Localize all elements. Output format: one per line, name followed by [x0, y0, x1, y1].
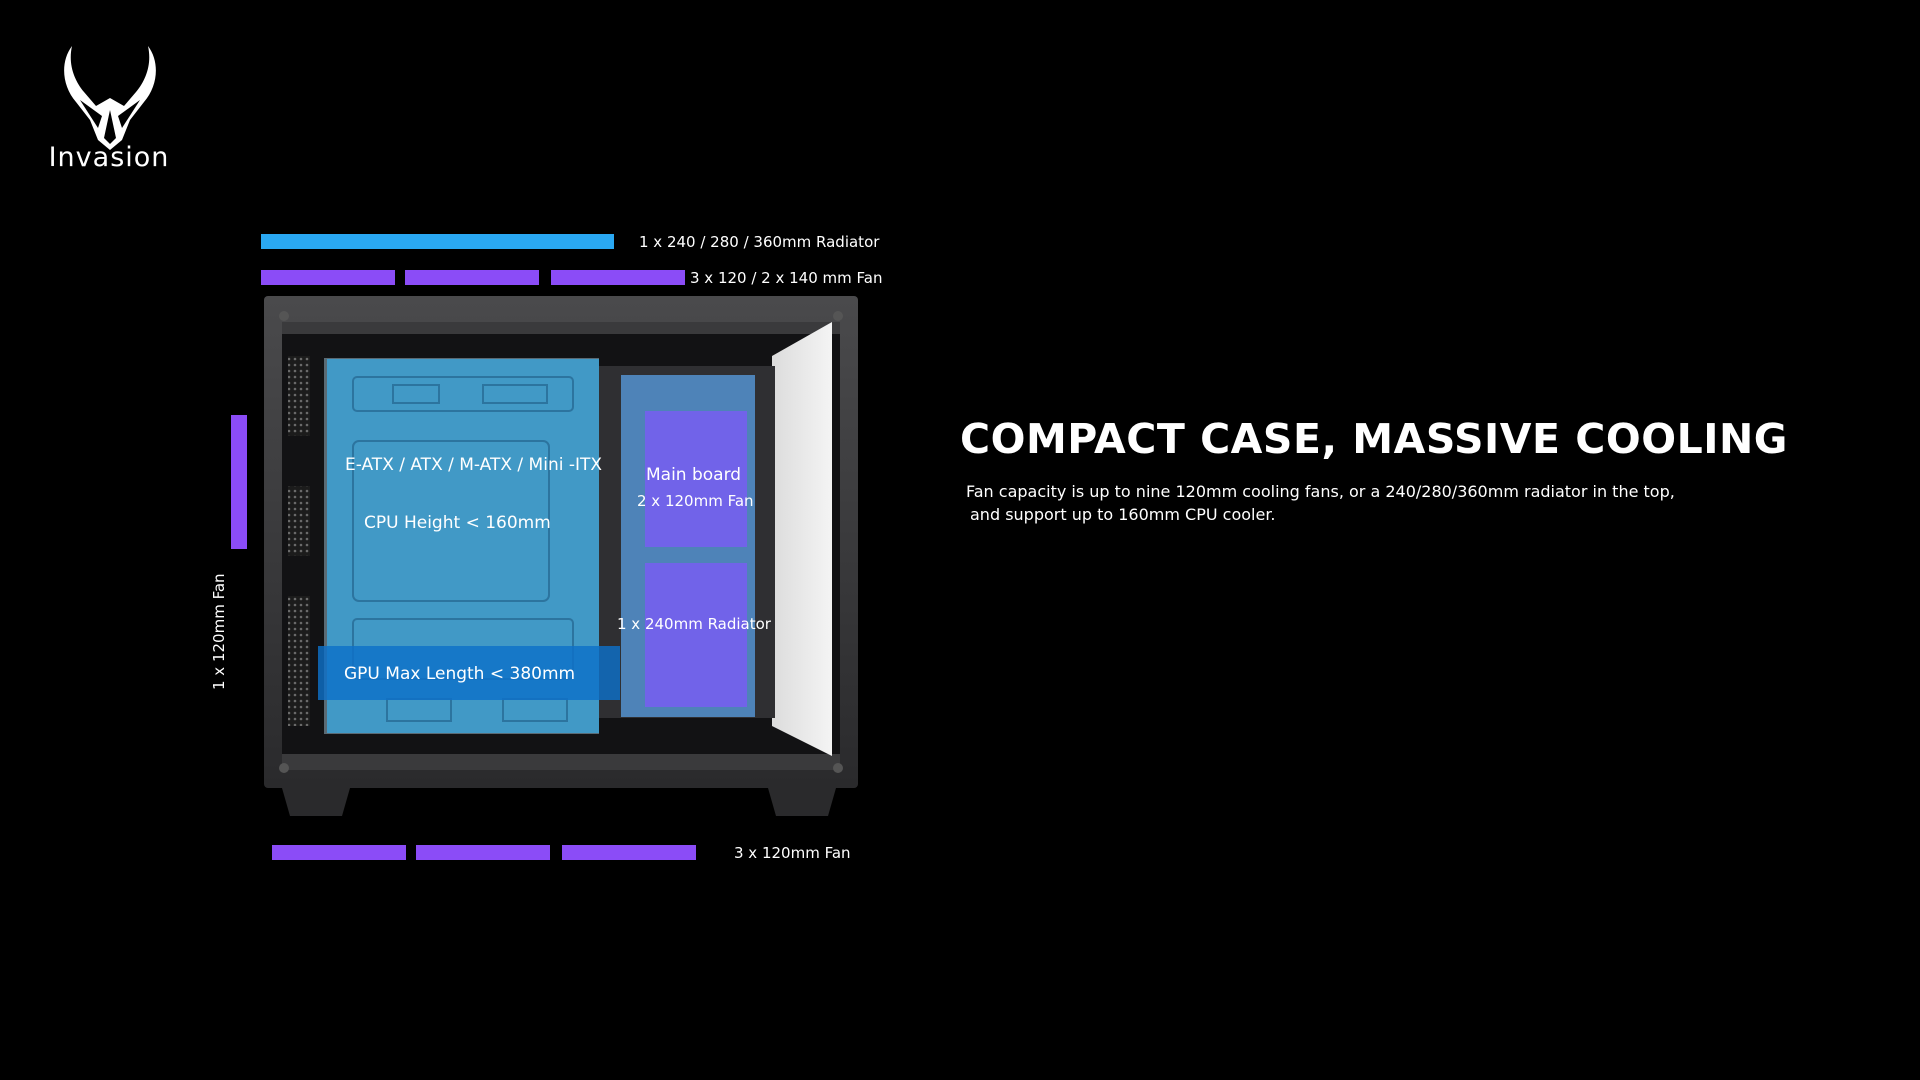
bottom-fan-bar [416, 845, 550, 860]
radiator-240-label: 1 x 240mm Radiator [617, 615, 771, 633]
mainboard-fan-label: 2 x 120mm Fan [637, 492, 754, 510]
description: Fan capacity is up to nine 120mm cooling… [966, 480, 1686, 526]
motherboard-label: E-ATX / ATX / M-ATX / Mini -ITX [345, 455, 603, 475]
bottom-fan-bar [562, 845, 696, 860]
mainboard-fan-purple-zone [645, 411, 747, 547]
top-radiator-bar [261, 234, 614, 249]
description-line: and support up to 160mm CPU cooler. [970, 505, 1276, 524]
top-fan-label: 3 x 120 / 2 x 140 mm Fan [690, 269, 883, 287]
top-fan-bar [405, 270, 539, 285]
top-fan-bar [261, 270, 395, 285]
cpu-label: CPU Height < 160mm [364, 513, 551, 533]
side-fan-bar [231, 415, 247, 549]
brand-name: Invasion [48, 142, 170, 173]
gpu-label: GPU Max Length < 380mm [344, 664, 576, 684]
description-line: Fan capacity is up to nine 120mm cooling… [966, 482, 1675, 501]
side-fan-label: 1 x 120mm Fan [210, 573, 228, 690]
radiator-240-purple-zone [645, 563, 747, 707]
bottom-fan-bar [272, 845, 406, 860]
mainboard-label: Main board [646, 465, 742, 485]
headline: COMPACT CASE, MASSIVE COOLING [960, 415, 1788, 463]
top-radiator-label: 1 x 240 / 280 / 360mm Radiator [639, 233, 880, 251]
horned-mask-icon [40, 40, 180, 180]
bottom-fan-label: 3 x 120mm Fan [734, 844, 851, 862]
top-fan-bar [551, 270, 685, 285]
gpu-zone [318, 646, 620, 700]
